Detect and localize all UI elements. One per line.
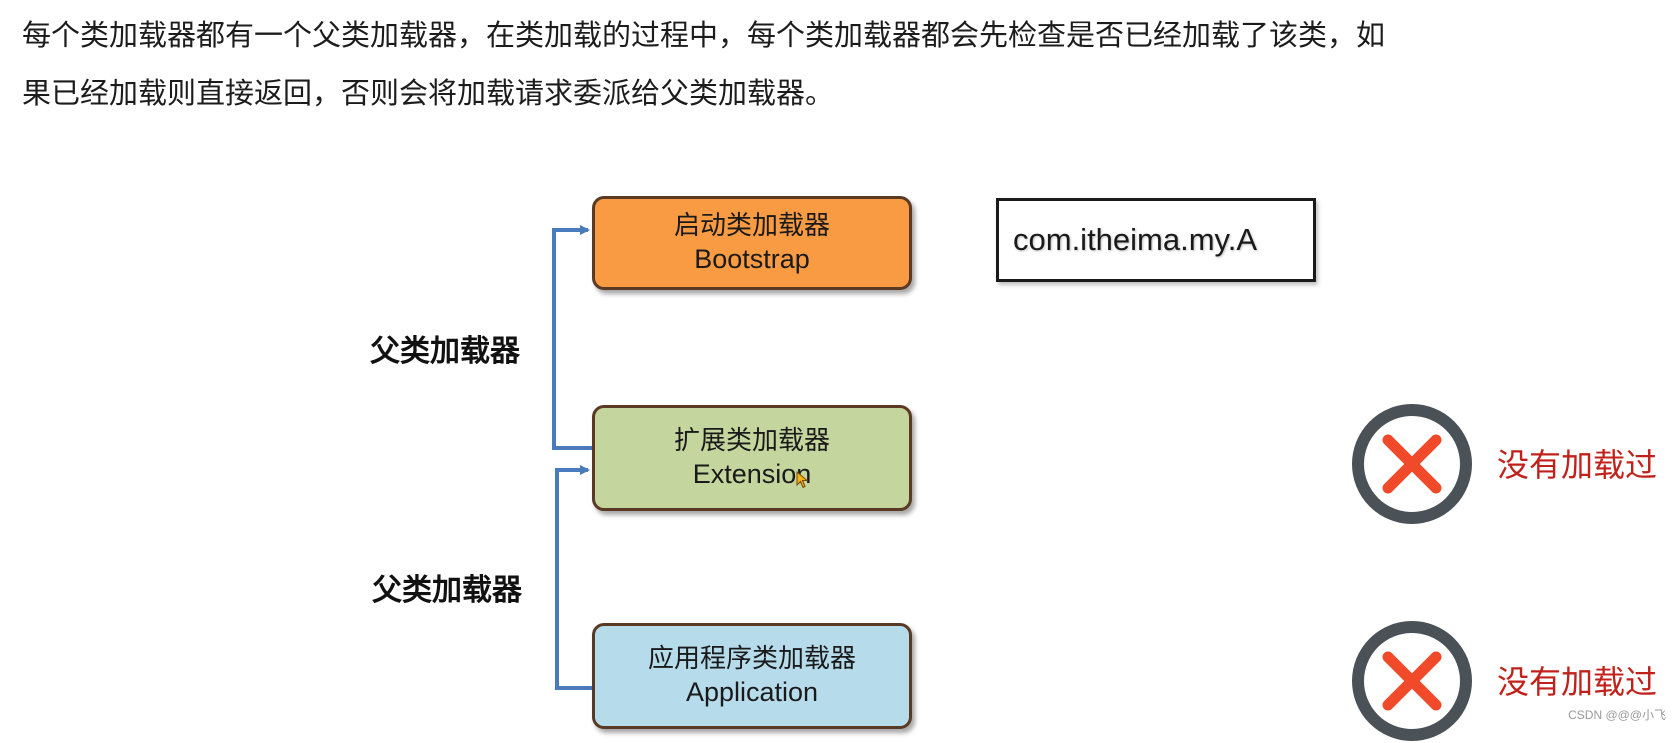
intro-paragraph: 每个类加载器都有一个父类加载器，在类加载的过程中，每个类加载器都会先检查是否已经…	[22, 6, 1522, 122]
extension-status: 没有加载过	[1350, 402, 1657, 526]
mouse-cursor-icon	[796, 471, 809, 489]
x-circle-icon	[1352, 404, 1472, 524]
arrow-application-to-extension	[555, 465, 592, 690]
x-circle-icon	[1352, 621, 1472, 741]
not-loaded-text: 没有加载过	[1497, 446, 1658, 484]
bootstrap-loader-name-en: Bootstrap	[694, 244, 810, 274]
class-name-text: com.itheima.my.A	[1013, 222, 1258, 257]
bootstrap-loader-name-zh: 启动类加载器	[673, 211, 830, 241]
application-loader-name-zh: 应用程序类加载器	[647, 644, 856, 674]
bootstrap-loader-box: 启动类加载器 Bootstrap	[592, 196, 912, 290]
extension-loader-name-en: Extension	[692, 459, 812, 489]
application-loader-name-en: Application	[685, 677, 819, 707]
application-loader-box: 应用程序类加载器 Application	[592, 623, 912, 729]
application-status: 没有加载过	[1350, 619, 1657, 743]
class-name-box: com.itheima.my.A	[996, 198, 1316, 282]
intro-line-2: 果已经加载则直接返回，否则会将加载请求委派给父类加载器。	[22, 76, 835, 110]
extension-loader-box: 扩展类加载器 Extension	[592, 405, 912, 511]
watermark: CSDN @@@小飞	[1568, 708, 1666, 722]
arrow-extension-to-bootstrap	[552, 225, 592, 450]
intro-line-1: 每个类加载器都有一个父类加载器，在类加载的过程中，每个类加载器都会先检查是否已经…	[22, 18, 1386, 52]
parent-loader-label-top: 父类加载器	[370, 334, 520, 369]
parent-loader-label-bottom: 父类加载器	[372, 573, 522, 608]
extension-loader-name-zh: 扩展类加载器	[673, 426, 830, 456]
not-loaded-text: 没有加载过	[1497, 663, 1658, 701]
